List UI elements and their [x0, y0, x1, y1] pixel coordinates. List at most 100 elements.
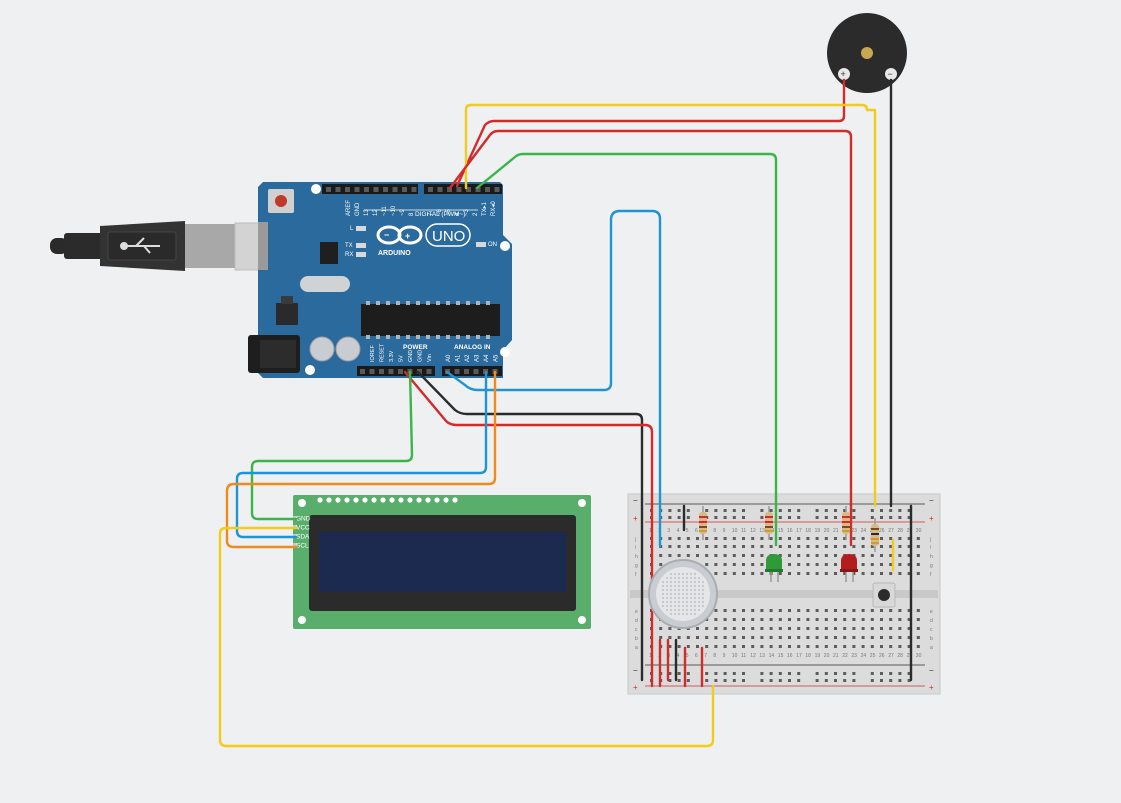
breadboard-hole [788, 516, 791, 519]
breadboard-hole [861, 618, 865, 621]
breadboard-hole [797, 672, 801, 675]
breadboard-hole [788, 572, 791, 575]
breadboard-hole [834, 554, 837, 557]
lcd-pin-hole [335, 497, 341, 503]
sensor-mesh-dot [673, 584, 677, 588]
breadboard-hole [916, 645, 920, 648]
column-number: 19 [815, 653, 821, 659]
breadboard-hole [742, 563, 745, 566]
sensor-mesh-dot [669, 576, 673, 580]
breadboard-hole [732, 609, 736, 612]
sensor-mesh-dot [693, 588, 697, 592]
wires [218, 78, 913, 748]
uno-badge [425, 223, 471, 247]
breadboard-hole [760, 627, 764, 630]
breadboard-hole [696, 636, 699, 639]
sensor-mesh-dot [689, 608, 693, 612]
header-pin-hole [456, 187, 462, 192]
breadboard-hole [714, 554, 718, 557]
breadboard-hole [769, 609, 773, 612]
buzzer-plus-label: + [841, 69, 846, 79]
breadboard-hole [760, 672, 764, 675]
sensor-mesh-dot [677, 584, 681, 588]
column-number: 7 [704, 653, 707, 659]
sensor-mesh-dot [681, 576, 685, 580]
lcd-pin-hole [398, 497, 404, 503]
sensor-mesh-dot [685, 580, 689, 584]
breadboard-hole [824, 609, 828, 612]
sensor-mesh-dot [685, 600, 689, 604]
breadboard-hole [668, 537, 672, 540]
breadboard-hole [870, 509, 874, 512]
row-letter: c [930, 627, 933, 633]
breadboard-hole [723, 563, 727, 566]
breadboard-hole [880, 563, 883, 566]
breadboard-hole [889, 554, 893, 557]
breadboard-hole [889, 636, 893, 639]
column-number: 16 [787, 653, 793, 659]
breadboard-hole [742, 516, 745, 519]
breadboard-hole [870, 636, 874, 639]
breadboard-hole [916, 618, 920, 621]
sensor-mesh-dot [661, 580, 665, 584]
column-number: 8 [713, 528, 716, 534]
header-pin-hole [437, 187, 443, 192]
header-pin-hole [466, 187, 471, 192]
sensor-mesh-dot [669, 612, 673, 616]
column-number: 23 [851, 653, 857, 659]
breadboard-hole [861, 609, 865, 612]
lcd-pin-hole [317, 497, 323, 503]
breadboard-hole [916, 554, 920, 557]
sensor-mesh-dot [697, 600, 701, 604]
column-number: 9 [723, 528, 726, 534]
breadboard-hole [778, 609, 782, 612]
breadboard-hole [870, 516, 874, 519]
breadboard-hole [797, 563, 801, 566]
breadboard-hole [659, 627, 663, 630]
green-led [765, 554, 783, 582]
header-pin-hole [428, 187, 433, 192]
rail-minus-label-tr: − [929, 496, 934, 505]
breadboard-hole [870, 563, 874, 566]
row-letter: b [930, 636, 933, 642]
column-number: 10 [732, 528, 738, 534]
breadboard-hole [769, 672, 773, 675]
breadboard-hole [760, 509, 764, 512]
breadboard-hole [861, 645, 865, 648]
column-number: 16 [787, 528, 793, 534]
rail-plus-label-bl: + [633, 683, 638, 692]
digital-pin-label: 4 [455, 212, 461, 216]
breadboard-hole [769, 627, 773, 630]
column-number: 13 [759, 653, 765, 659]
breadboard-hole [898, 545, 902, 548]
breadboard-hole [714, 509, 718, 512]
digital-pin-label: 7 [428, 212, 434, 216]
wire-green-sda [250, 370, 414, 521]
lcd-pin-hole [434, 497, 440, 503]
breadboard-hole [714, 516, 718, 519]
breadboard-hole [824, 618, 828, 621]
breadboard-hole [723, 636, 727, 639]
column-number: 13 [759, 528, 765, 534]
breadboard-hole [852, 516, 856, 519]
sensor-mesh-dot [673, 580, 677, 584]
breadboard-hole [742, 679, 745, 682]
breadboard-hole [843, 537, 847, 540]
crystal-oscillator [300, 276, 350, 292]
red-led [840, 554, 858, 582]
breadboard-hole [723, 679, 727, 682]
digital-pin-label: ~6 [437, 208, 443, 216]
push-button[interactable] [872, 582, 896, 608]
sensor-mesh-dot [669, 588, 673, 592]
header-pin-hole [364, 187, 369, 192]
breadboard-hole [742, 537, 745, 540]
column-number: 30 [916, 528, 922, 534]
breadboard-hole [852, 572, 856, 575]
sensor-mesh-dot [697, 604, 701, 608]
breadboard-hole [806, 563, 810, 566]
sensor-mesh-dot [673, 572, 677, 576]
breadboard-hole [668, 554, 672, 557]
breadboard-hole [889, 563, 893, 566]
breadboard-hole [870, 572, 874, 575]
mounting-hole [311, 184, 321, 194]
